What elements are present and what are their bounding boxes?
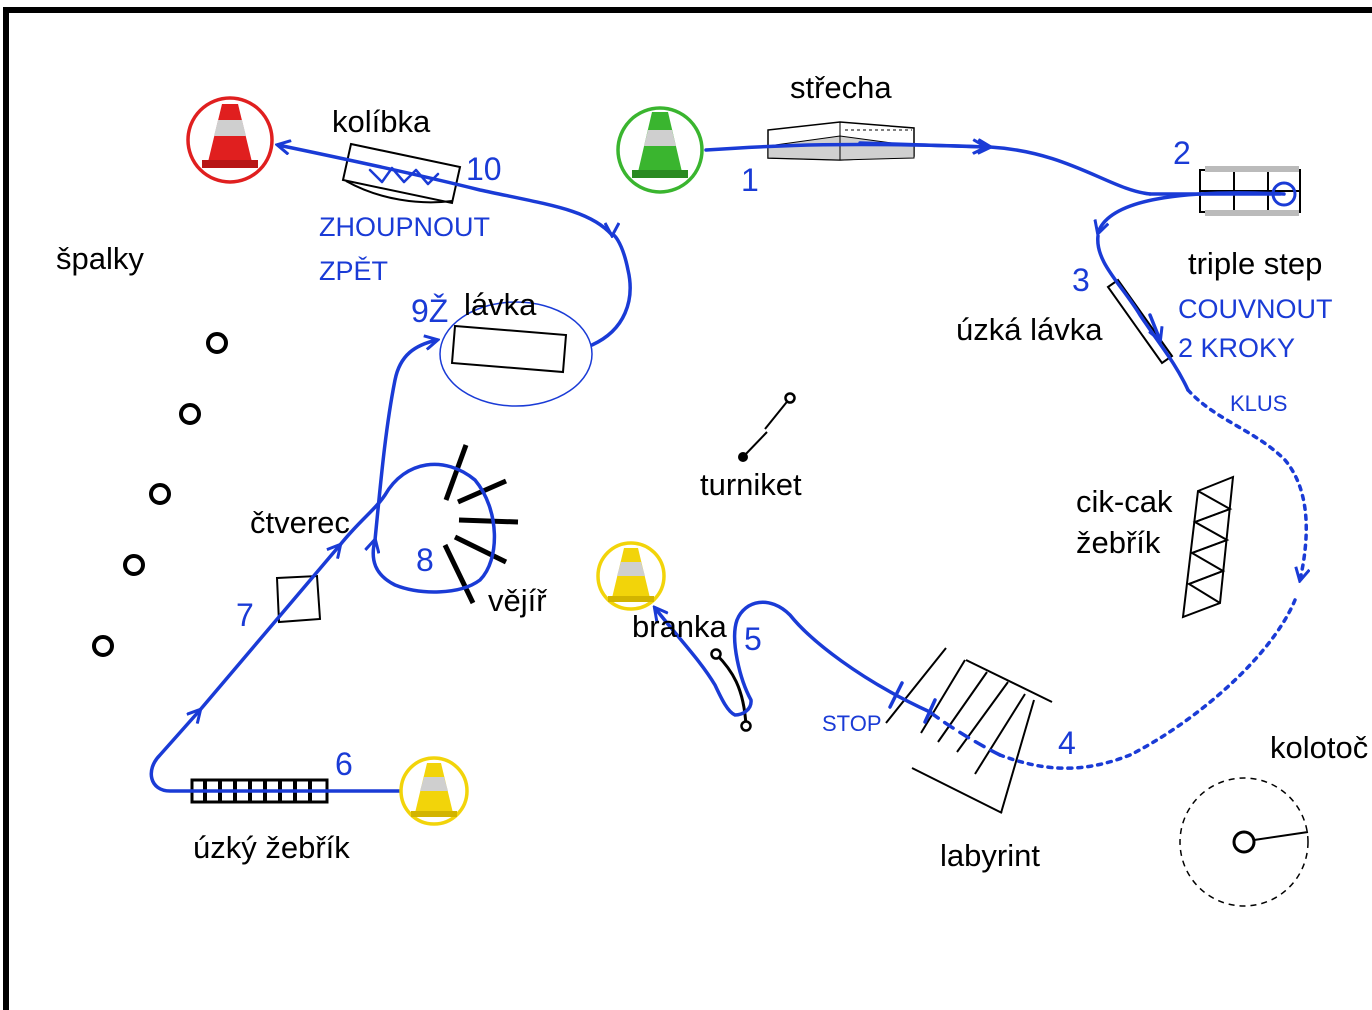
step-number-9: 9Ž bbox=[411, 293, 448, 329]
vejir-obstacle bbox=[442, 444, 519, 605]
labyrint-obstacle bbox=[885, 647, 1053, 814]
note-stop: STOP bbox=[822, 711, 882, 736]
label-spalky: špalky bbox=[56, 241, 144, 276]
ctverec-obstacle bbox=[275, 574, 322, 624]
label-branka: branka bbox=[632, 609, 728, 644]
step-number-10: 10 bbox=[466, 151, 502, 187]
label-kolotoc: kolotoč bbox=[1270, 730, 1368, 765]
note-zhoupnout: ZHOUPNOUT bbox=[319, 212, 490, 242]
step-number-1: 1 bbox=[741, 162, 759, 198]
carousel-icon bbox=[1179, 777, 1309, 907]
step-number-2: 2 bbox=[1173, 135, 1191, 171]
cone-icon bbox=[616, 106, 704, 194]
uzka-lavka-obstacle bbox=[1106, 278, 1174, 365]
log-icon bbox=[206, 332, 228, 354]
kolibka-obstacle bbox=[341, 142, 462, 205]
route-segment-8 bbox=[373, 340, 437, 542]
note-2-kroky: 2 KROKY bbox=[1178, 333, 1295, 363]
label-vejir: vějíř bbox=[488, 583, 547, 618]
label-ctverec: čtverec bbox=[250, 505, 350, 540]
route-segment-2 bbox=[1098, 191, 1286, 233]
label-turniket: turniket bbox=[700, 467, 802, 502]
note-klus: KLUS bbox=[1230, 391, 1287, 416]
lavka-obstacle bbox=[439, 301, 593, 407]
step-number-6: 6 bbox=[335, 746, 353, 782]
route-segment-6 bbox=[149, 710, 402, 793]
cone-icon bbox=[186, 96, 274, 184]
label-strecha: střecha bbox=[790, 70, 892, 105]
gate-icon bbox=[710, 648, 752, 732]
label-uzka-lavka: úzká lávka bbox=[956, 312, 1103, 347]
log-icon bbox=[123, 554, 145, 576]
step-number-5: 5 bbox=[744, 621, 762, 657]
label-uzky-zebrik: úzký žebřík bbox=[193, 830, 350, 865]
step-number-4: 4 bbox=[1058, 725, 1076, 761]
label-cik-cak-1: cik-cak bbox=[1076, 484, 1173, 519]
note-zpet: ZPĚT bbox=[319, 255, 388, 286]
log-icon bbox=[179, 403, 201, 425]
note-couvnout: COUVNOUT bbox=[1178, 294, 1333, 324]
label-cik-cak-2: žebřík bbox=[1076, 525, 1161, 560]
route-segment-klus bbox=[1186, 388, 1306, 580]
step-number-3: 3 bbox=[1072, 262, 1090, 298]
label-kolibka: kolíbka bbox=[332, 104, 431, 139]
course-border bbox=[3, 7, 1372, 1010]
cone-icon bbox=[399, 756, 469, 826]
cone-icon bbox=[596, 541, 666, 611]
step-number-7: 7 bbox=[236, 597, 254, 633]
route-segment-4 bbox=[655, 600, 932, 717]
label-triple-step: triple step bbox=[1188, 246, 1322, 281]
log-icon bbox=[149, 483, 171, 505]
strecha-obstacle bbox=[767, 121, 915, 161]
step-number-8: 8 bbox=[416, 542, 434, 578]
route-segment-9 bbox=[590, 234, 632, 347]
label-labyrint: labyrint bbox=[940, 838, 1040, 873]
turnstile-icon bbox=[738, 392, 796, 462]
spalky-obstacle bbox=[92, 332, 228, 657]
log-icon bbox=[92, 635, 114, 657]
cik-cak-zebrik-obstacle bbox=[1181, 475, 1235, 619]
route bbox=[149, 143, 1306, 793]
label-lavka: lávka bbox=[464, 287, 537, 322]
triple-step-obstacle bbox=[1199, 166, 1301, 216]
